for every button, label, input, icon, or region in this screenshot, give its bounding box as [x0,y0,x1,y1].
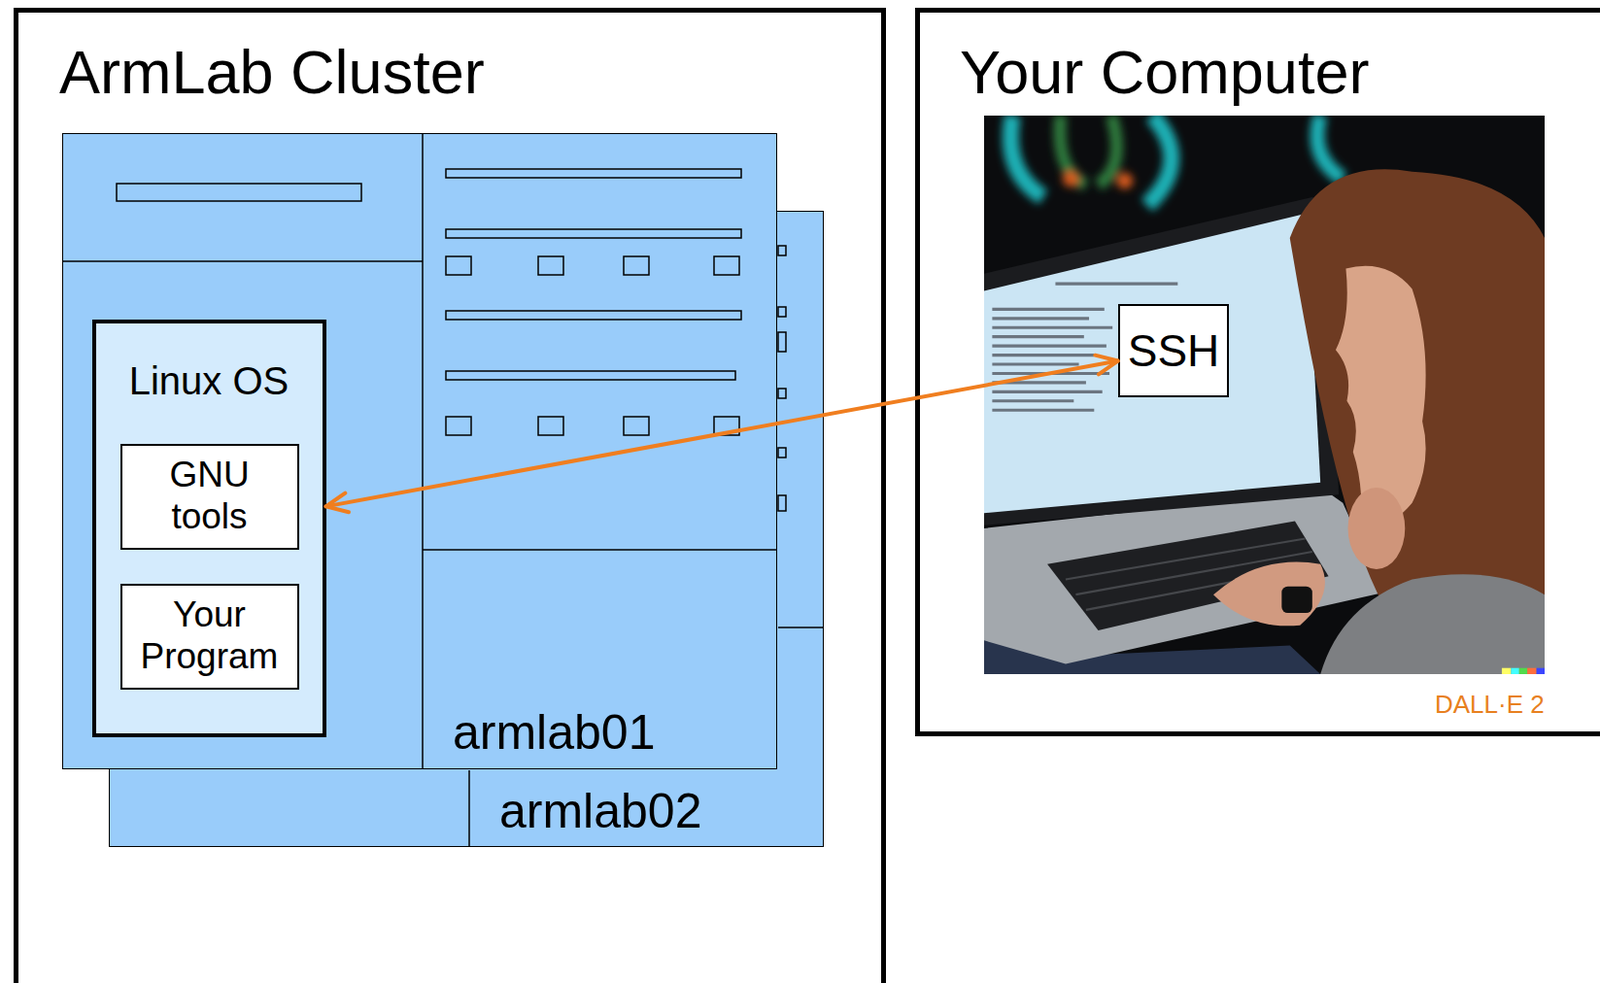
box-label: SSH [1127,325,1221,377]
protocol-box: SSH [1118,304,1230,398]
box-label: Linux OS [96,358,323,404]
photo-illustration [984,115,1545,675]
photo-illustration-part [1335,266,1427,527]
box-label: armlab01 [452,705,777,762]
photo-illustration-part [1047,521,1329,631]
server-details-part [778,495,786,511]
server-details-part [445,169,742,178]
photo-illustration-part [1348,487,1406,570]
photo-illustration-part [984,197,1339,526]
computer-panel: Your ComputerSSH [915,7,1600,737]
cluster-panel: armlab02 ArmLab Cluster armlab01 Linux OS GN… [13,7,886,983]
box-label: GNU tools [136,454,283,538]
photo-illustration-part [1097,115,1117,185]
server-details-part [623,256,649,275]
photo-illustration-part [1147,115,1172,205]
software-box: Your Program [120,583,300,690]
photo-illustration-part [1320,574,1545,675]
arrow-head [326,493,349,513]
photo-illustration-part [1527,668,1536,675]
server-details-part [538,256,564,275]
photo-illustration-part [1213,562,1326,627]
photo-illustration-part [1317,115,1343,179]
server-details-part [445,416,472,436]
server-details-part [778,245,786,256]
photo-illustration-part [984,115,1545,675]
server-details-part [445,310,742,320]
arrow-head [1094,355,1118,375]
server-details-part [714,256,740,275]
box-label: Your Program [136,594,283,678]
server-details-part [62,260,423,263]
photo-illustration-part [1501,668,1511,675]
photo-illustration-part [1290,169,1545,675]
photo-illustration-part [1010,115,1044,198]
server-details-part [421,133,424,770]
server-details-part [445,371,736,380]
photo-illustration-part [1519,668,1528,675]
os-box: Linux OS GNU toolsYour Program [92,319,327,738]
server-details-part [468,770,471,848]
server-details-part [778,626,824,629]
server-details-part [778,332,786,352]
server-details-part [116,183,362,202]
photo-illustration-part [1536,668,1545,675]
server-details-part [538,416,564,436]
server-details-part [422,548,778,551]
photo-illustration-part [1116,172,1133,190]
server-details-part [778,447,786,458]
server-details-part [62,133,824,848]
box-label: Your Computer [959,36,1600,107]
photo-illustration-part [1010,115,1343,205]
server-details-part [623,416,649,436]
server-details-part [445,229,742,239]
watermark-label: DALL·E 2 [1434,690,1545,720]
software-box: GNU tools [120,443,300,550]
photo-illustration-part [1510,668,1519,675]
label-anchor: DALL·E 2 [1434,690,1545,720]
box-label: armlab02 [499,783,823,841]
photo-illustration-part [984,213,1321,513]
arrow-line [326,361,1119,508]
server-details-part [778,306,786,317]
server-details-part [445,256,472,275]
box-label: ArmLab Cluster [59,36,882,107]
photo-illustration-part [1062,170,1080,188]
photo-illustration-part [1281,586,1312,613]
server-details-part [778,388,786,399]
connector-arrow [326,355,1119,513]
